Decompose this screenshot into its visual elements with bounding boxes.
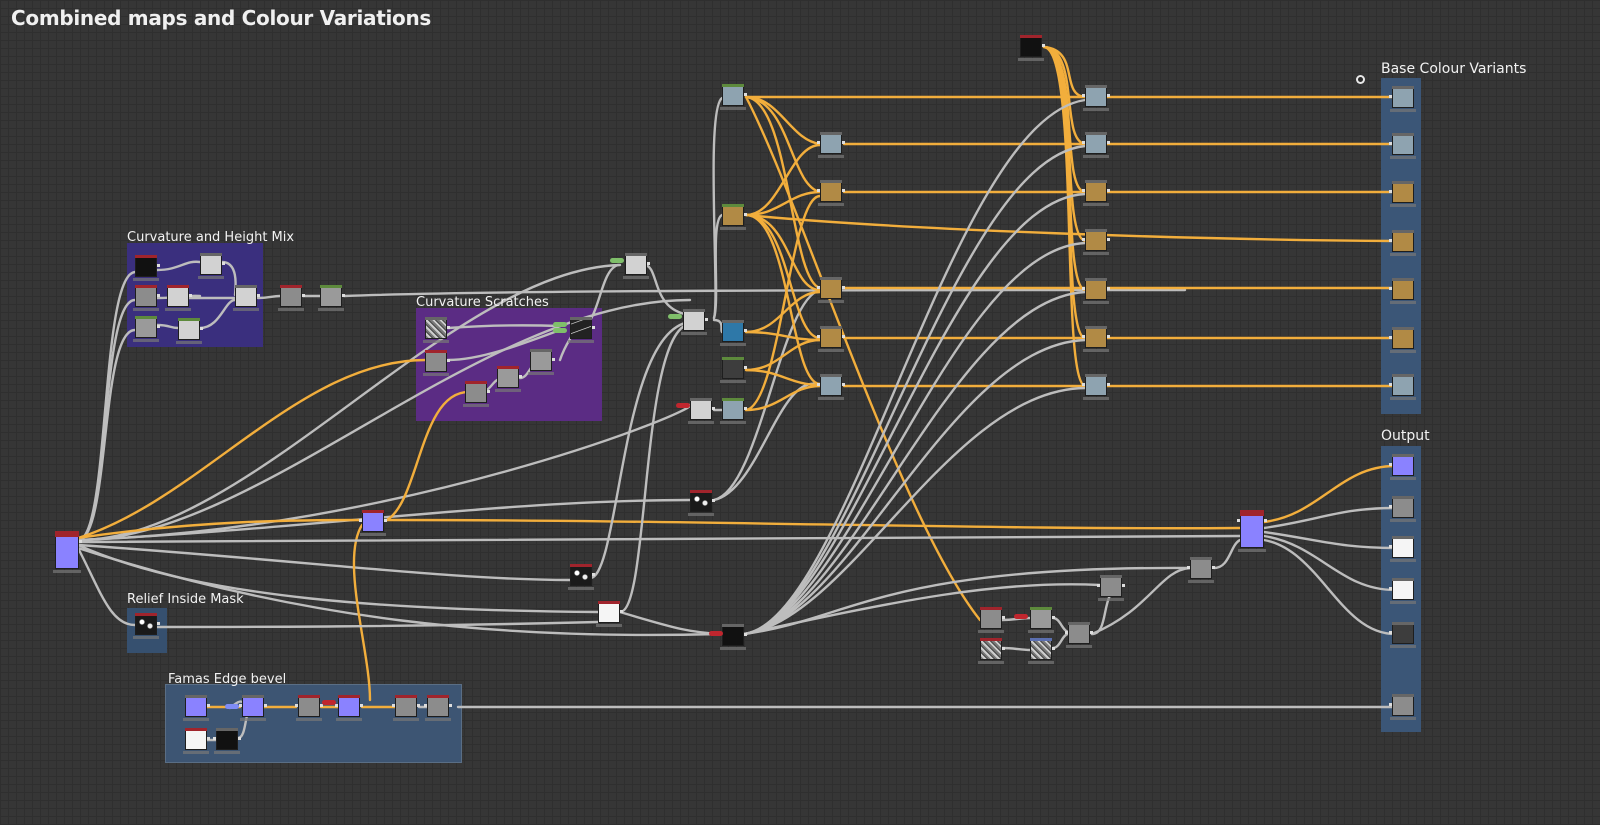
node-blend-col-3[interactable] bbox=[817, 277, 845, 305]
output-base-colour-7[interactable] bbox=[1389, 374, 1416, 402]
node-colour-a[interactable] bbox=[720, 84, 747, 112]
node-speck-mask[interactable] bbox=[688, 490, 715, 518]
node-colour-d[interactable] bbox=[720, 357, 747, 385]
output-ao[interactable] bbox=[1389, 536, 1416, 564]
node-height-mask[interactable] bbox=[133, 285, 160, 313]
output-base-colour-5[interactable] bbox=[1389, 278, 1416, 306]
node-pill-mid[interactable] bbox=[668, 314, 682, 319]
node-blend-col-4[interactable] bbox=[817, 326, 845, 354]
node-variant-blend-4[interactable] bbox=[1082, 229, 1110, 257]
output-roughness[interactable] bbox=[1389, 496, 1416, 524]
node-levels-green[interactable] bbox=[318, 285, 345, 313]
frame-label-curvature-height-mix: Curvature and Height Mix bbox=[127, 230, 295, 245]
node-bevel-normal[interactable] bbox=[183, 695, 210, 723]
node-pill-mid-low[interactable] bbox=[676, 403, 690, 408]
node-blend-top[interactable] bbox=[198, 253, 225, 281]
graph-title: Combined maps and Colour Variations bbox=[11, 6, 432, 30]
node-scratch-noise[interactable] bbox=[423, 317, 450, 345]
node-pill-mid-top[interactable] bbox=[610, 258, 624, 263]
node-bevel-gray[interactable] bbox=[295, 695, 323, 723]
frame-label-famas-edge-bevel: Famas Edge bevel bbox=[168, 672, 287, 687]
output-base-colour-2[interactable] bbox=[1389, 133, 1416, 161]
node-grunge-final[interactable] bbox=[1187, 557, 1215, 585]
node-scratch-blur[interactable] bbox=[495, 366, 522, 394]
node-pill-bevel[interactable] bbox=[225, 704, 239, 709]
node-white-mask[interactable] bbox=[596, 601, 623, 629]
node-bevel-dark[interactable] bbox=[213, 728, 241, 756]
node-levels-red[interactable] bbox=[278, 285, 305, 313]
node-relief-mask[interactable] bbox=[133, 613, 160, 641]
node-bevel-white[interactable] bbox=[183, 728, 210, 756]
node-normal-combine[interactable] bbox=[1237, 510, 1267, 554]
node-scratch-output[interactable] bbox=[568, 317, 595, 345]
output-edge[interactable] bbox=[1389, 694, 1416, 722]
node-pill-grunge[interactable] bbox=[1014, 614, 1028, 619]
node-colour-c[interactable] bbox=[720, 320, 747, 348]
node-grunge-b[interactable] bbox=[1028, 607, 1055, 635]
node-colour-b[interactable] bbox=[720, 204, 747, 232]
node-scratch-warp[interactable] bbox=[463, 381, 490, 409]
node-grunge-noise-a[interactable] bbox=[978, 638, 1005, 666]
node-blend-green[interactable] bbox=[176, 318, 203, 346]
node-variant-blend-6[interactable] bbox=[1082, 326, 1110, 354]
node-dark-source[interactable] bbox=[1018, 35, 1045, 63]
output-normal[interactable] bbox=[1389, 454, 1416, 482]
node-dark-mask[interactable] bbox=[720, 624, 747, 652]
node-pill-dark-mask[interactable] bbox=[709, 631, 723, 636]
node-height-light[interactable] bbox=[165, 285, 192, 313]
output-base-colour-3[interactable] bbox=[1389, 181, 1416, 209]
node-mix-mid[interactable] bbox=[681, 309, 708, 337]
node-grunge-levels[interactable] bbox=[1097, 575, 1125, 603]
node-bevel-normal-2[interactable] bbox=[239, 695, 267, 723]
node-grunge-blend[interactable] bbox=[1065, 622, 1093, 650]
node-normal-mid[interactable] bbox=[359, 510, 387, 538]
node-bevel-levels-a[interactable] bbox=[392, 695, 420, 723]
frame-label-output: Output bbox=[1381, 428, 1430, 444]
node-curvature-mask[interactable] bbox=[133, 255, 160, 283]
node-variant-blend-1[interactable] bbox=[1082, 85, 1110, 113]
node-blend-result[interactable] bbox=[233, 285, 260, 313]
node-blend-col-5[interactable] bbox=[817, 374, 845, 402]
node-scratch-levels[interactable] bbox=[528, 349, 555, 377]
output-height[interactable] bbox=[1389, 578, 1416, 606]
output-base-colour-4[interactable] bbox=[1389, 230, 1416, 258]
node-variant-blend-7[interactable] bbox=[1082, 374, 1110, 402]
node-grunge-noise-b[interactable] bbox=[1028, 638, 1055, 666]
node-colour-e[interactable] bbox=[720, 398, 747, 426]
node-speck-mask-2[interactable] bbox=[568, 564, 595, 592]
node-pill-scratch-b[interactable] bbox=[553, 328, 567, 333]
node-blend-col-1[interactable] bbox=[817, 132, 845, 160]
node-pill-bevel-2[interactable] bbox=[322, 700, 336, 705]
node-blend-col-2[interactable] bbox=[817, 180, 845, 208]
node-height-green[interactable] bbox=[133, 316, 160, 344]
node-scratch-gray[interactable] bbox=[423, 350, 450, 378]
frame-label-relief-inside-mask: Relief Inside Mask bbox=[127, 592, 244, 607]
frame-label-curvature-scratches: Curvature Scratches bbox=[416, 295, 549, 310]
node-bevel-normal-3[interactable] bbox=[335, 695, 363, 723]
pin-icon[interactable] bbox=[1356, 75, 1365, 84]
output-base-colour-1[interactable] bbox=[1389, 86, 1416, 114]
output-metallic[interactable] bbox=[1389, 622, 1416, 650]
frame-label-base-colour-variants: Base Colour Variants bbox=[1381, 61, 1527, 77]
node-variant-blend-5[interactable] bbox=[1082, 278, 1110, 306]
node-grunge-a[interactable] bbox=[978, 607, 1005, 635]
node-pill-scratch-a[interactable] bbox=[553, 322, 567, 327]
node-variant-blend-3[interactable] bbox=[1082, 180, 1110, 208]
node-mix-mid-low[interactable] bbox=[688, 398, 715, 426]
node-mix-mid-top[interactable] bbox=[623, 253, 650, 281]
node-variant-blend-2[interactable] bbox=[1082, 132, 1110, 160]
node-bevel-levels-b[interactable] bbox=[424, 695, 452, 723]
node-normal-input[interactable] bbox=[53, 531, 82, 575]
output-base-colour-6[interactable] bbox=[1389, 327, 1416, 355]
